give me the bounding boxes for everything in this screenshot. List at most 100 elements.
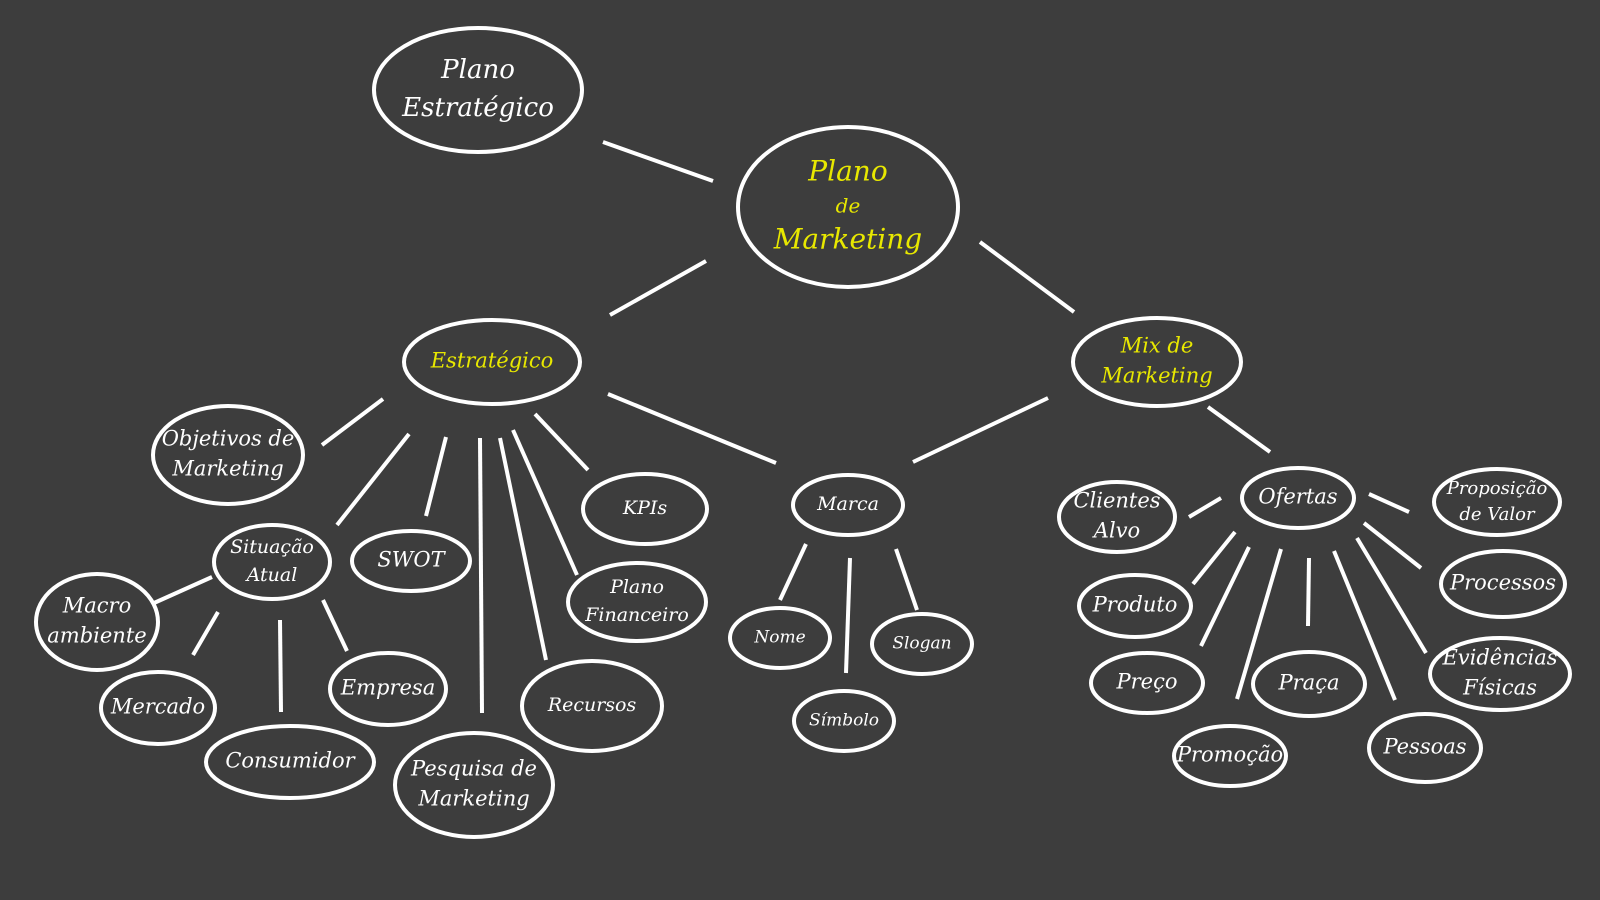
connector-marca-to-nome	[778, 543, 808, 601]
node-preco-ellipse	[1089, 651, 1205, 715]
connector-situacao-atual-to-mercado	[191, 610, 220, 657]
node-estrategico-ellipse	[402, 318, 582, 406]
node-objetivos-label: Objetivos de	[162, 427, 295, 451]
node-slogan-ellipse	[870, 612, 974, 676]
node-consumidor-ellipse	[204, 724, 376, 800]
node-pesquisa-ellipse	[393, 731, 555, 839]
node-swot-label: SWOT	[377, 548, 446, 572]
node-recursos: Recursos	[520, 659, 664, 753]
node-empresa-label: Empresa	[340, 676, 435, 700]
node-mix-marketing-ellipse	[1071, 316, 1243, 408]
node-estrategico-label: Estratégico	[430, 349, 554, 373]
node-processos-label: Processos	[1449, 571, 1556, 595]
node-marca: Marca	[791, 473, 905, 537]
node-slogan-label: Slogan	[892, 634, 951, 654]
node-marca-ellipse	[791, 473, 905, 537]
connector-estrategico-to-pesquisa	[478, 437, 484, 714]
node-proposicao-label: Proposição	[1446, 478, 1548, 499]
connector-estrategico-to-kpis	[533, 412, 590, 472]
node-pessoas-ellipse	[1367, 712, 1483, 784]
connector-ofertas-to-pessoas	[1332, 550, 1397, 701]
node-macro-label: Macro	[62, 594, 131, 618]
connector-mix-marketing-to-ofertas	[1206, 405, 1272, 454]
node-proposicao-label: de Valor	[1459, 504, 1536, 525]
connector-situacao-atual-to-consumidor	[278, 619, 283, 713]
connector-situacao-atual-to-empresa	[321, 599, 349, 652]
node-produto-label: Produto	[1092, 593, 1178, 617]
node-plano-estrategico-ellipse	[372, 26, 584, 154]
connector-estrategico-to-situacao-atual	[335, 432, 411, 527]
node-evidencias-ellipse	[1428, 636, 1572, 712]
connector-ofertas-to-clientes-alvo	[1187, 496, 1223, 519]
connector-plano-marketing-to-estrategico	[609, 259, 707, 317]
node-plano-financeiro-ellipse	[566, 561, 708, 643]
node-kpis: KPIs	[581, 472, 709, 546]
connector-marca-to-slogan	[894, 548, 919, 611]
node-praca: Praça	[1251, 650, 1367, 718]
node-pesquisa-label: Marketing	[417, 787, 529, 811]
node-pessoas-label: Pessoas	[1382, 735, 1466, 759]
node-proposicao-ellipse	[1432, 467, 1562, 537]
node-empresa-ellipse	[328, 651, 448, 727]
node-situacao-atual-label: Atual	[245, 564, 298, 586]
node-simbolo: Símbolo	[792, 689, 896, 753]
node-consumidor-label: Consumidor	[225, 749, 356, 773]
node-objetivos-ellipse	[151, 404, 305, 506]
connector-marca-to-simbolo	[844, 557, 852, 674]
node-produto: Produto	[1077, 573, 1193, 639]
connector-estrategico-to-marca	[607, 392, 777, 465]
node-situacao-atual-label: Situação	[230, 536, 314, 558]
node-marca-label: Marca	[816, 493, 879, 515]
node-objetivos: Objetivos de Marketing	[151, 404, 305, 506]
connector-lines	[153, 140, 1428, 714]
connector-estrategico-to-plano-financeiro	[511, 429, 579, 576]
node-pessoas: Pessoas	[1367, 712, 1483, 784]
node-plano-financeiro-label: Financeiro	[584, 604, 689, 626]
node-clientes-alvo-ellipse	[1057, 480, 1177, 554]
node-ofertas-label: Ofertas	[1258, 485, 1337, 509]
node-consumidor: Consumidor	[204, 724, 376, 800]
node-plano-marketing-ellipse	[736, 125, 960, 289]
node-promocao-label: Promoção	[1176, 743, 1283, 767]
node-preco-label: Preço	[1115, 670, 1177, 694]
node-mercado-ellipse	[99, 670, 217, 746]
node-evidencias-label: Evidências	[1441, 646, 1557, 670]
node-slogan: Slogan	[870, 612, 974, 676]
connector-ofertas-to-evidencias	[1355, 536, 1428, 655]
node-praca-label: Praça	[1278, 671, 1340, 695]
connector-ofertas-to-proposicao	[1368, 492, 1410, 514]
node-objetivos-label: Marketing	[171, 457, 283, 481]
connector-estrategico-to-recursos	[498, 437, 548, 661]
node-ofertas: Ofertas	[1240, 466, 1356, 530]
node-clientes-alvo-label: Alvo	[1092, 519, 1140, 543]
node-empresa: Empresa	[328, 651, 448, 727]
node-processos: Processos	[1439, 549, 1567, 619]
node-macro-ellipse	[34, 572, 160, 672]
connector-ofertas-to-preco	[1199, 546, 1251, 647]
node-recursos-label: Recursos	[547, 694, 637, 716]
node-swot: SWOT	[350, 529, 472, 593]
node-simbolo-label: Símbolo	[809, 711, 879, 731]
node-plano-estrategico-label: Estratégico	[401, 93, 554, 123]
node-promocao-ellipse	[1172, 724, 1288, 788]
connector-estrategico-to-objetivos	[320, 397, 385, 447]
node-processos-ellipse	[1439, 549, 1567, 619]
node-plano-estrategico-label: Plano	[440, 55, 515, 85]
node-plano-marketing-label: de	[836, 194, 861, 218]
node-kpis-label: KPIs	[622, 497, 667, 519]
node-simbolo-ellipse	[792, 689, 896, 753]
node-mix-marketing-label: Mix de	[1120, 334, 1194, 358]
node-produto-ellipse	[1077, 573, 1193, 639]
node-nome-ellipse	[728, 606, 832, 670]
connector-ofertas-to-processos	[1362, 521, 1423, 570]
node-proposicao: Proposição de Valor	[1432, 467, 1562, 537]
